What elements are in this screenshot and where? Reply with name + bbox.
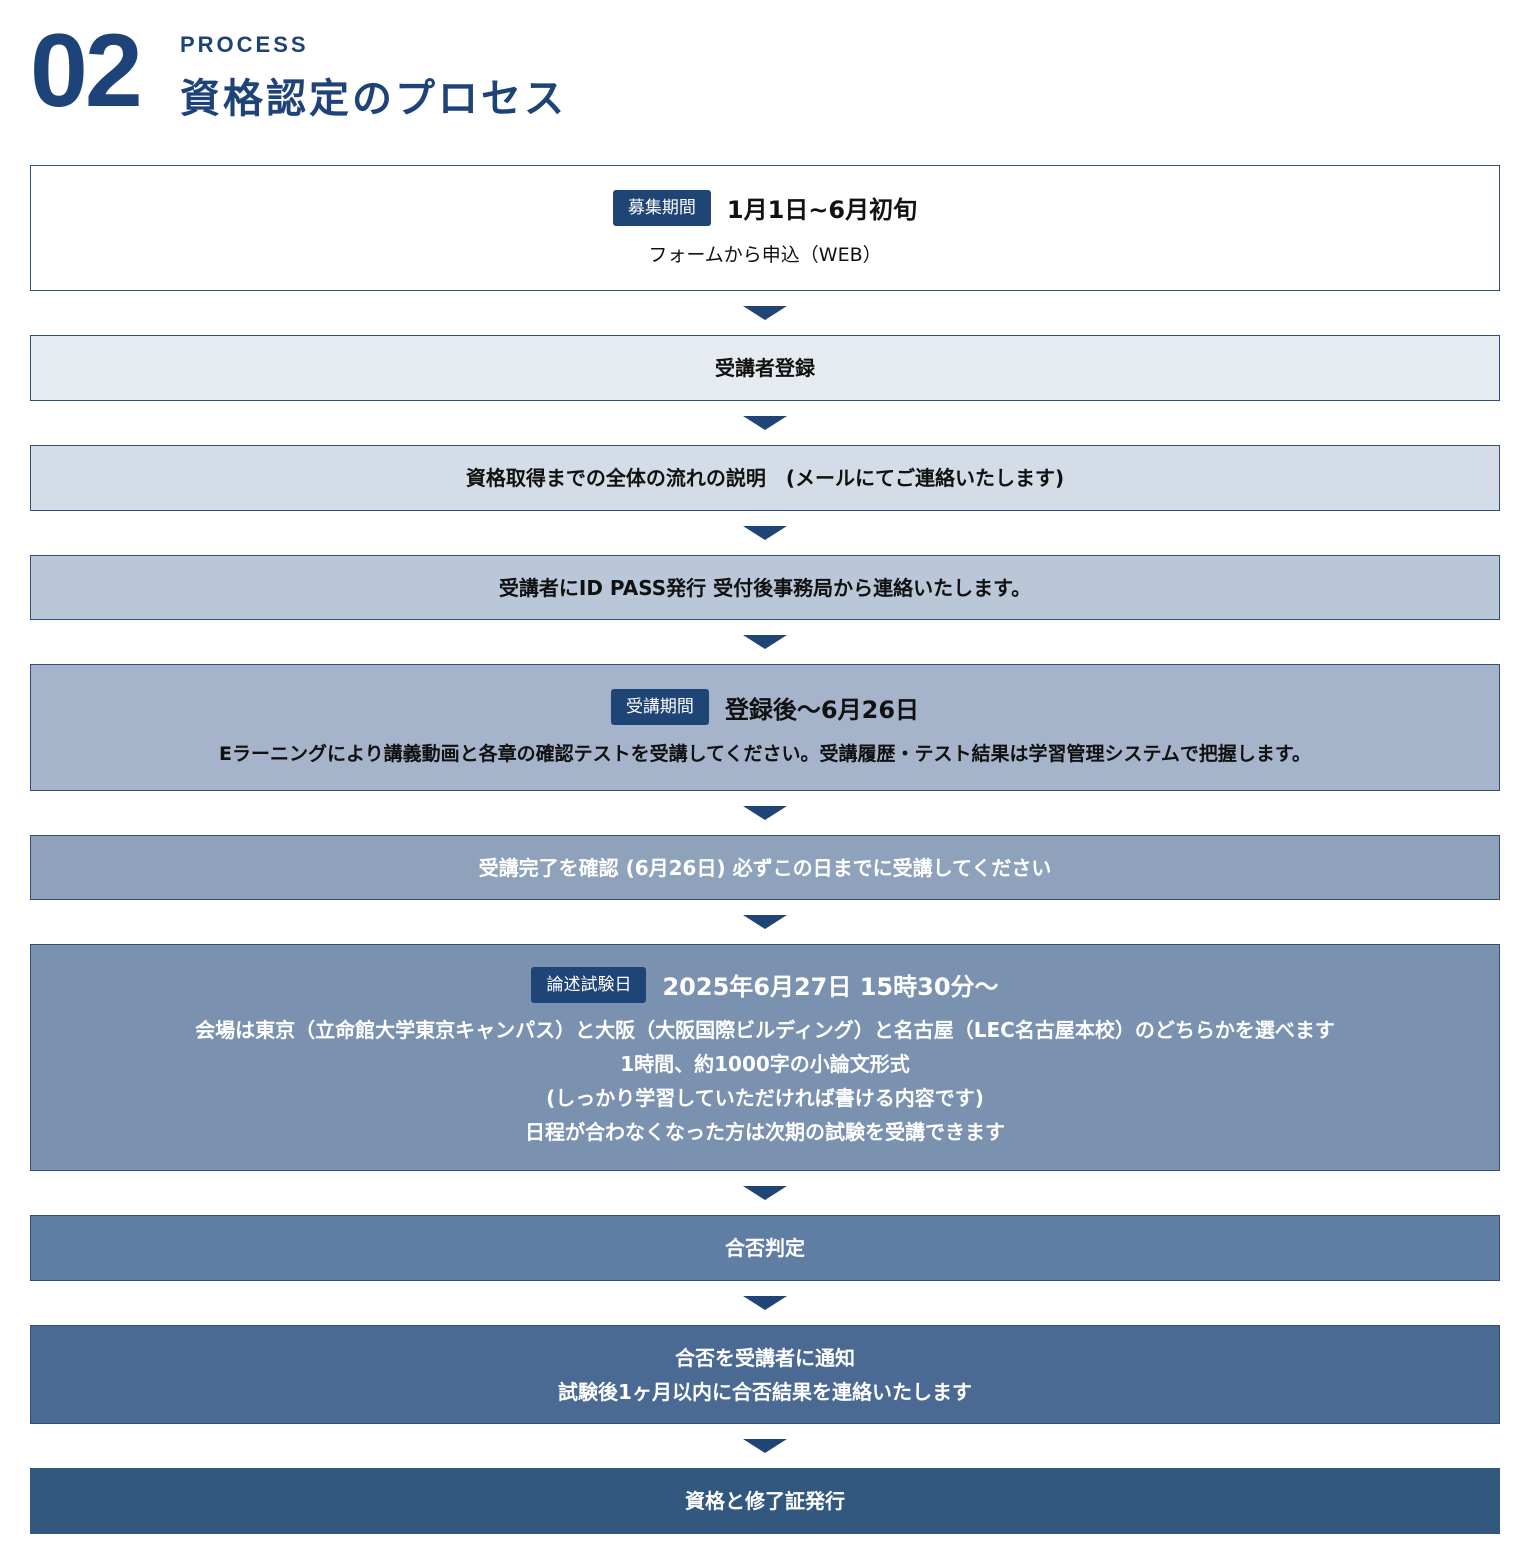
step-description: Eラーニングにより講義動画と各章の確認テストを受講してください。受講履歴・テスト… <box>219 743 1311 765</box>
step-text: 受講者登録 <box>715 356 815 380</box>
step-exam: 論述試験日 2025年6月27日 15時30分〜 会場は東京（立命館大学東京キャ… <box>30 944 1500 1171</box>
step-id-issue: 受講者にID PASS発行 受付後事務局から連絡いたします。 <box>30 555 1500 620</box>
arrow-down-icon <box>743 306 787 320</box>
flow-arrow <box>30 511 1500 555</box>
flow-arrow <box>30 620 1500 664</box>
step-badge: 募集期間 <box>612 189 711 226</box>
exam-detail-line: (しっかり学習していただければ書ける内容です) <box>546 1085 984 1110</box>
arrow-down-icon <box>743 635 787 649</box>
step-learning-period: 受講期間 登録後〜6月26日 Eラーニングにより講義動画と各章の確認テストを受講… <box>30 664 1500 791</box>
arrow-down-icon <box>743 1296 787 1310</box>
flow-arrow <box>30 1281 1500 1325</box>
arrow-down-icon <box>743 526 787 540</box>
flow-arrow <box>30 291 1500 335</box>
arrow-down-icon <box>743 1439 787 1453</box>
step-text: 資格取得までの全体の流れの説明 (メールにてご連絡いたします) <box>465 466 1065 490</box>
step-text: 受講者にID PASS発行 受付後事務局から連絡いたします。 <box>498 575 1032 600</box>
exam-detail-line: 会場は東京（立命館大学東京キャンパス）と大阪（大阪国際ビルディング）と名古屋（L… <box>195 1017 1335 1042</box>
flow-arrow <box>30 1424 1500 1468</box>
step-completion-check: 受講完了を確認 (6月26日) 必ずこの日までに受講してください <box>30 835 1500 900</box>
flow-arrow <box>30 900 1500 944</box>
step-registration: 受講者登録 <box>30 335 1500 401</box>
step-text: 合否を受講者に通知 <box>675 1345 855 1370</box>
step-title: 登録後〜6月26日 <box>724 695 920 724</box>
step-certificate: 資格と修了証発行 <box>30 1468 1500 1534</box>
flow-arrow <box>30 791 1500 835</box>
step-judgement: 合否判定 <box>30 1215 1500 1281</box>
step-text: 合否判定 <box>725 1236 805 1260</box>
section-number: 02 <box>30 13 143 129</box>
step-notification: 合否を受講者に通知 試験後1ヶ月以内に合否結果を連絡いたします <box>30 1325 1500 1424</box>
step-title: 2025年6月27日 15時30分〜 <box>662 973 999 1001</box>
step-text: 試験後1ヶ月以内に合否結果を連絡いたします <box>558 1379 972 1404</box>
step-badge: 論述試験日 <box>531 966 647 1003</box>
step-description: フォームから申込（WEB） <box>648 243 882 266</box>
step-explanation: 資格取得までの全体の流れの説明 (メールにてご連絡いたします) <box>30 445 1500 511</box>
flow-arrow <box>30 1171 1500 1215</box>
arrow-down-icon <box>743 915 787 929</box>
step-title: 1月1日~6月初旬 <box>726 196 918 224</box>
exam-detail-line: 日程が合わなくなった方は次期の試験を受講できます <box>525 1119 1005 1144</box>
arrow-down-icon <box>743 1186 787 1200</box>
arrow-down-icon <box>743 416 787 430</box>
section-title: 資格認定のプロセス <box>180 76 567 122</box>
arrow-down-icon <box>743 806 787 820</box>
process-flow: 募集期間 1月1日~6月初旬 フォームから申込（WEB） 受講者登録 資格取得ま… <box>30 165 1500 1534</box>
step-text: 資格と修了証発行 <box>685 1489 845 1513</box>
step-badge: 受講期間 <box>610 689 709 725</box>
step-application: 募集期間 1月1日~6月初旬 フォームから申込（WEB） <box>30 165 1500 291</box>
exam-detail-line: 1時間、約1000字の小論文形式 <box>620 1051 910 1076</box>
flow-arrow <box>30 401 1500 445</box>
step-text: 受講完了を確認 (6月26日) 必ずこの日までに受講してください <box>478 855 1052 880</box>
section-label-en: PROCESS <box>180 32 309 57</box>
